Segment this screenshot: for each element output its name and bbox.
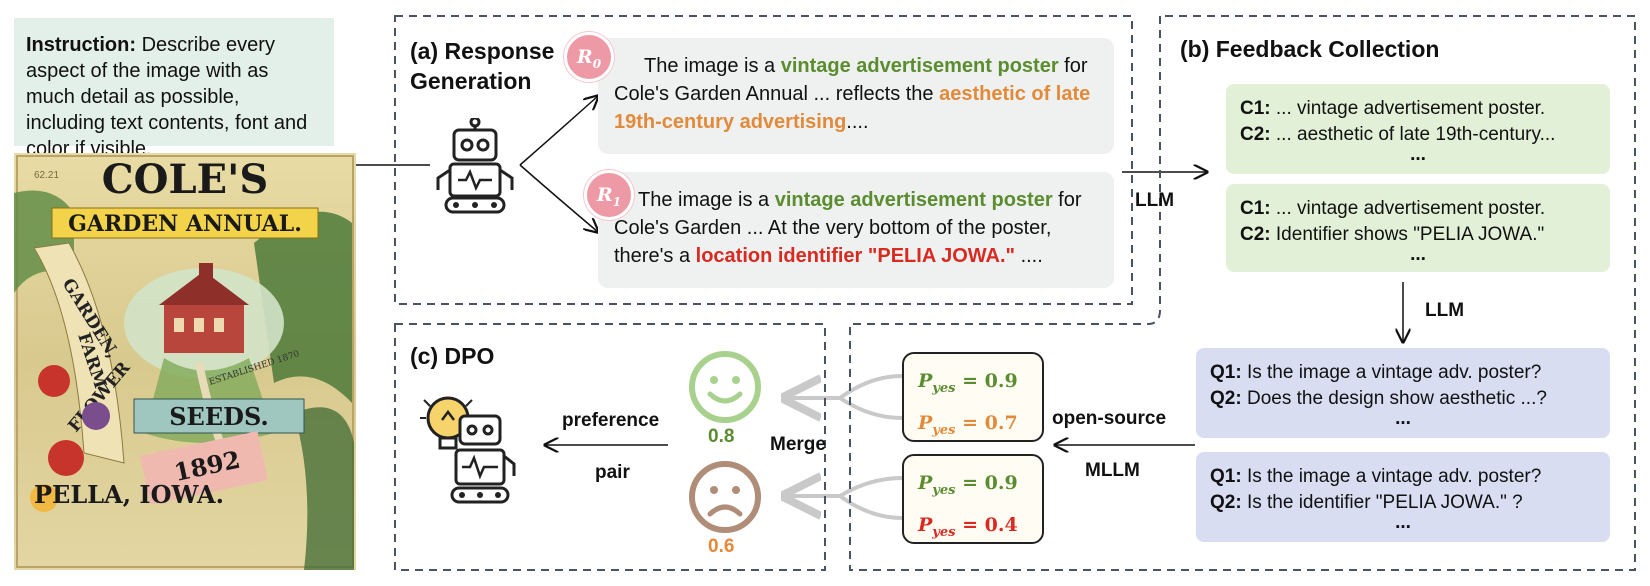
r0-part-3: aesthetic of late 19th-century advertisi… (614, 83, 1091, 133)
section-a-outline (394, 15, 1133, 305)
llm-label-1: LLM (1135, 190, 1175, 211)
mllm-label-1: open-source (1052, 408, 1167, 429)
claim-row: C2: Identifier shows "PELIA JOWA." (1240, 224, 1545, 245)
questions-1-list: Q1: Is the image a vintage adv. poster? Q… (1210, 464, 1596, 516)
r0-part-4: .... (846, 111, 869, 133)
dpo-robot-lightbulb-icon (420, 396, 516, 504)
question-row: Q1: Is the image a vintage adv. poster? (1210, 466, 1542, 487)
pyes-row: Pyes = 0.9 (918, 472, 1018, 498)
r1-part-1: vintage advertisement poster (774, 189, 1053, 211)
r1-part-3: location identifier "PELIA JOWA." (695, 245, 1016, 267)
section-c-outline (394, 323, 826, 571)
r0-part-0: The image is a (644, 55, 781, 77)
claim-row: C1: ... vintage advertisement poster. (1240, 98, 1546, 119)
questions-0-list: Q1: Is the image a vintage adv. poster? Q… (1210, 360, 1596, 412)
section-a-title: (a) Response Generation (410, 38, 555, 94)
claims-box-1: C1: ... vintage advertisement poster. C2:… (1226, 184, 1610, 272)
response-r1: The image is a vintage advertisement pos… (598, 172, 1114, 288)
arrow-to-r1 (519, 164, 598, 232)
question-row: Q2: Does the design show aesthetic ...? (1210, 388, 1547, 409)
merge-arrow-bottom-b (838, 494, 903, 520)
r1-part-4: .... (1015, 245, 1043, 267)
claims-1-list: C1: ... vintage advertisement poster. C2:… (1240, 196, 1596, 248)
section-c-title: (c) DPO (410, 343, 495, 369)
claims-0-more: ... (1410, 144, 1426, 165)
poster-corner-note: 62.21 (34, 170, 59, 181)
claims-0-list: C1: ... vintage advertisement poster. C2:… (1240, 96, 1596, 148)
questions-box-1: Q1: Is the image a vintage adv. poster? Q… (1196, 452, 1610, 542)
llm-label-2: LLM (1425, 300, 1465, 321)
questions-1-more: ... (1395, 512, 1411, 533)
preference-label: preference (562, 410, 660, 431)
r0-part-2: for Cole's Garden Annual ... reflects th… (614, 55, 1088, 105)
merge-arrow-top-b (838, 396, 903, 420)
r1-text: The image is a vintage advertisement pos… (614, 189, 1082, 267)
r0-part-1: vintage advertisement poster (780, 55, 1059, 77)
poster-illustration: COLE'S GARDEN ANNUAL. GARDEN, FARM FLOWE… (14, 153, 356, 570)
pyes-row: Pyes = 0.9 (918, 370, 1018, 396)
claims-1-more: ... (1410, 244, 1426, 265)
questions-0-more: ... (1395, 408, 1411, 429)
happy-face-icon (689, 351, 761, 423)
arrow-to-r0 (519, 96, 598, 166)
r1-part-2: for Cole's Garden ... At the very bottom… (614, 189, 1082, 267)
claim-row: C1: ... vintage advertisement poster. (1240, 198, 1546, 219)
section-b-outline (849, 15, 1636, 571)
poster-image: COLE'S GARDEN ANNUAL. GARDEN, FARM FLOWE… (14, 153, 356, 570)
question-row: Q1: Is the image a vintage adv. poster? (1210, 362, 1542, 383)
r0-badge: R0 (564, 32, 614, 82)
section-b-title: (b) Feedback Collection (1180, 36, 1440, 62)
claim-row: C2: ... aesthetic of late 19th-century..… (1240, 124, 1556, 145)
merge-arrow-top-a (785, 374, 903, 398)
poster-location: PELLA, IOWA. (34, 480, 224, 509)
pyes-row: Pyes = 0.4 (918, 513, 1018, 540)
r1-badge: R1 (584, 170, 634, 220)
claims-box-0: C1: ... vintage advertisement poster. C2:… (1226, 84, 1610, 174)
poster-seeds: SEEDS. (169, 402, 269, 431)
merge-arrow-bottom-a (785, 478, 903, 496)
poster-title: COLE'S (102, 156, 268, 203)
poster-subtitle: GARDEN ANNUAL. (68, 211, 302, 237)
happy-score: 0.8 (708, 426, 735, 447)
instruction-label: Instruction: (26, 34, 136, 56)
robot-icon (436, 118, 514, 214)
response-r0: The image is a vintage advertisement pos… (598, 38, 1114, 154)
merge-label: Merge (770, 434, 826, 455)
question-row: Q2: Is the identifier "PELIA JOWA." ? (1210, 492, 1523, 513)
mllm-label-2: MLLM (1085, 460, 1140, 481)
questions-box-0: Q1: Is the image a vintage adv. poster? Q… (1196, 348, 1610, 438)
r1-part-0: The image is a (638, 189, 775, 211)
pyes-row: Pyes = 0.7 (918, 411, 1018, 438)
sad-face-icon (689, 461, 761, 533)
sad-score: 0.6 (708, 536, 735, 557)
r0-text: The image is a vintage advertisement pos… (614, 55, 1090, 133)
pair-label: pair (595, 462, 630, 483)
